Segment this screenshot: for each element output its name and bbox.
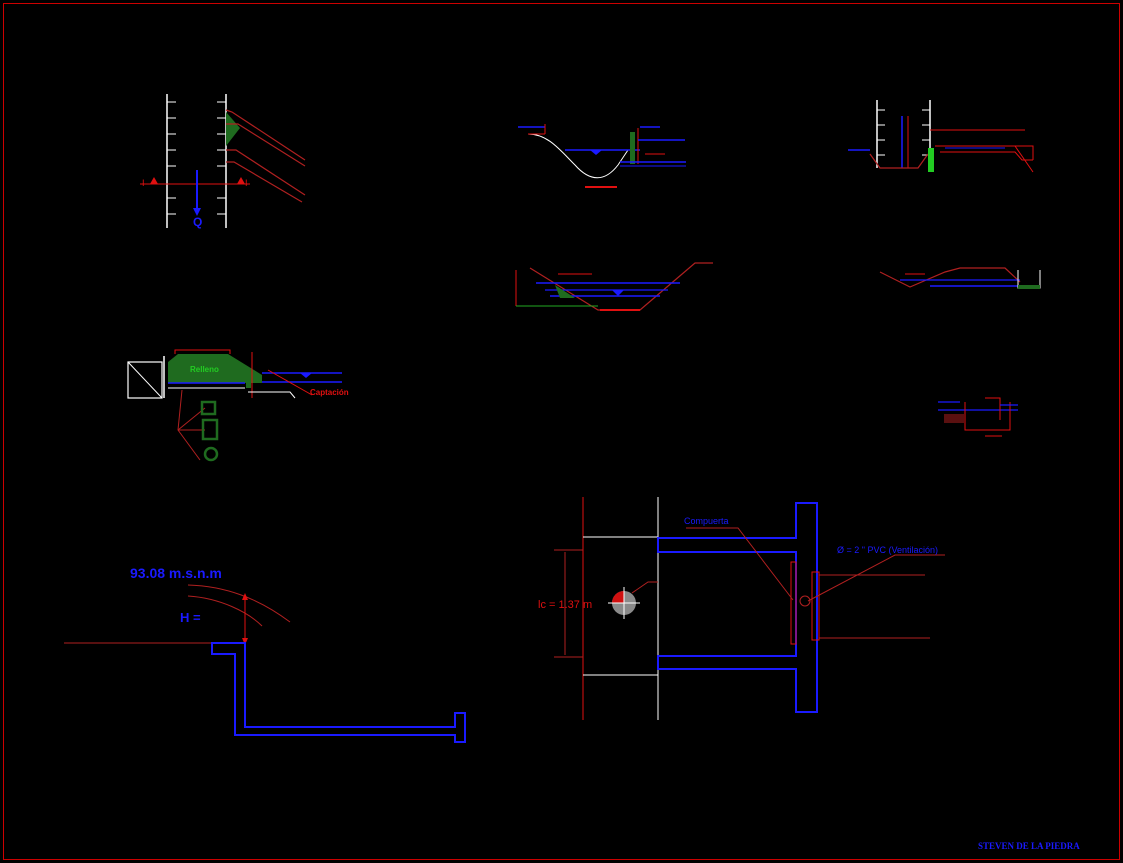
compuerta-label: Compuerta <box>684 516 729 526</box>
detail-intake-cross-section <box>848 100 1034 173</box>
section-label-right: I <box>245 178 248 188</box>
relleno-label: Relleno <box>190 365 219 374</box>
lc-label: lc = 1.37 m <box>538 599 592 611</box>
pvc-label: Ø = 2 " PVC (Ventilación) <box>837 545 938 555</box>
captacion-label: Captación <box>310 388 349 397</box>
detail-trapezoidal-section <box>515 262 713 311</box>
detail-small-channel-section <box>879 267 1041 289</box>
detail-longitudinal-profile <box>518 124 686 188</box>
detail-elevation-profile: 93.08 m.s.n.m H = <box>64 565 466 743</box>
detail-gate-plan: lc = 1.37 m Compuerta Ø = 2 " PVC (Venti… <box>538 497 945 720</box>
detail-small-junction <box>938 397 1018 437</box>
sheet-frame <box>3 3 1120 860</box>
detail-intake-fill: Relleno Captación <box>127 349 349 462</box>
section-label-left: I <box>142 178 145 188</box>
detail-channel-plan: I I Q <box>140 94 306 229</box>
elevation-label: 93.08 m.s.n.m <box>130 565 222 581</box>
head-label: H = <box>180 610 201 625</box>
author-title: STEVEN DE LA PIEDRA <box>978 841 1080 851</box>
flow-label-q: Q <box>193 215 202 229</box>
